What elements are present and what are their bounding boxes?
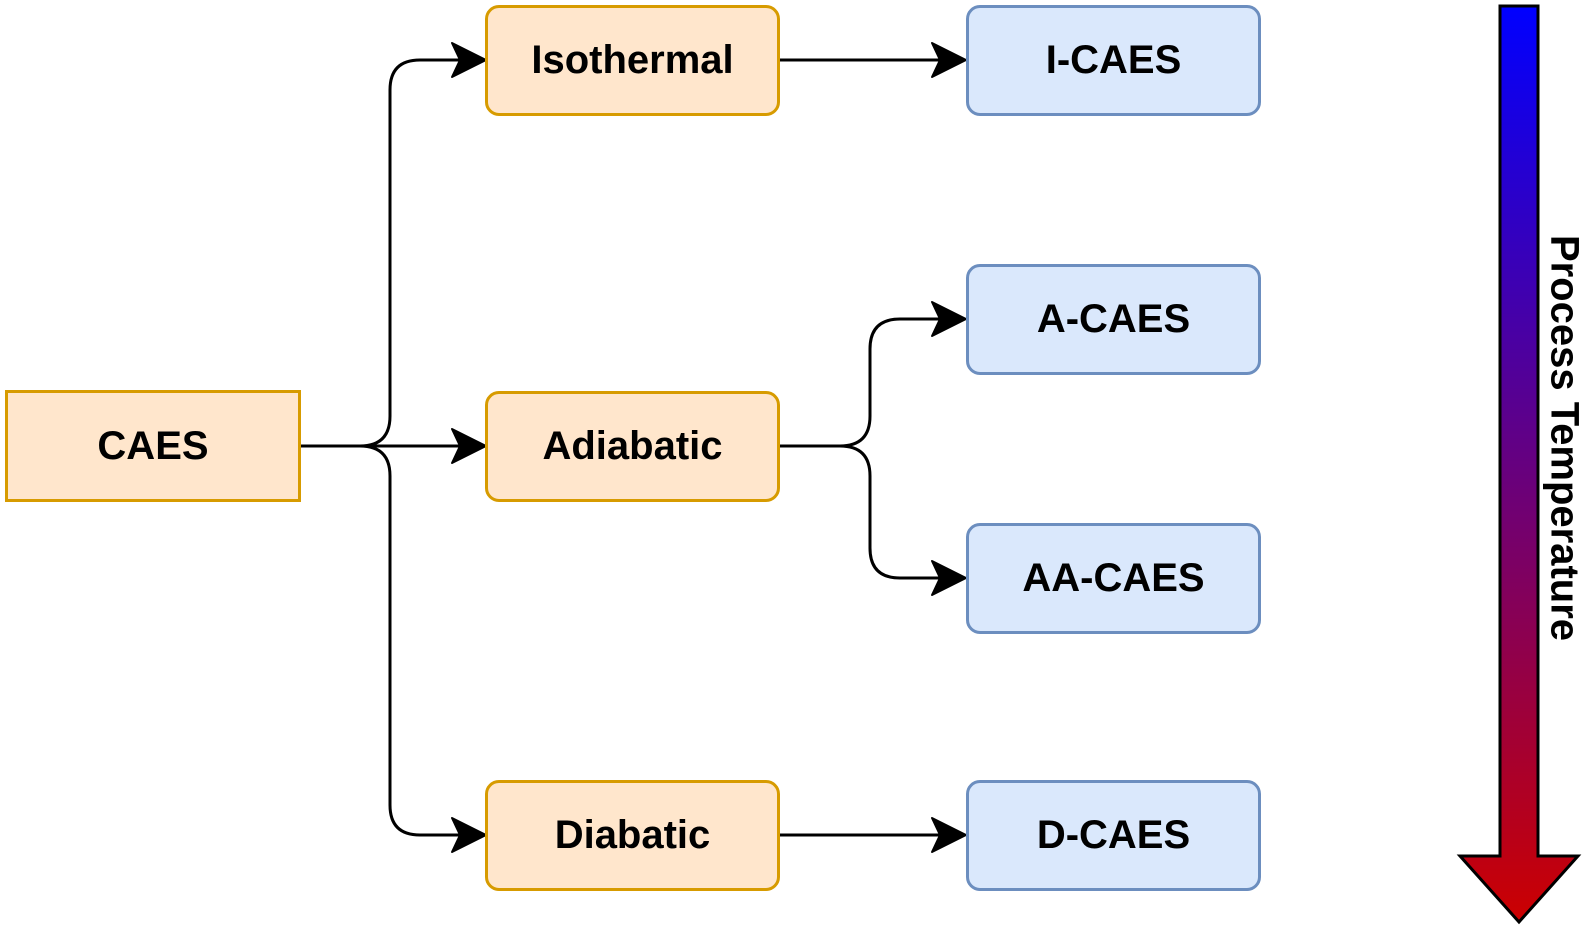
node-i-caes: I-CAES	[966, 5, 1261, 116]
node-adiabatic-label: Adiabatic	[542, 424, 723, 468]
arrowhead-diabatic	[451, 817, 487, 853]
arrowhead-icaes	[931, 42, 967, 78]
node-i-caes-label: I-CAES	[1045, 38, 1182, 82]
node-isothermal-label: Isothermal	[531, 38, 734, 82]
node-aa-caes: AA-CAES	[966, 523, 1261, 634]
node-a-caes: A-CAES	[966, 264, 1261, 375]
arrowhead-acaes	[931, 301, 967, 337]
edge-adiabatic-acaes	[780, 317, 952, 448]
node-adiabatic: Adiabatic	[485, 391, 780, 502]
arrowheads	[451, 42, 967, 853]
arrowhead-dcaes	[931, 817, 967, 853]
arrowhead-isothermal	[451, 42, 487, 78]
node-d-caes-label: D-CAES	[1036, 813, 1191, 857]
node-a-caes-label: A-CAES	[1036, 297, 1191, 341]
node-caes: CAES	[5, 390, 301, 502]
arrowhead-aacaes	[931, 560, 967, 596]
node-d-caes: D-CAES	[966, 780, 1261, 891]
node-isothermal: Isothermal	[485, 5, 780, 116]
arrowhead-adiabatic	[451, 428, 487, 464]
edge-caes-diabatic	[359, 444, 470, 837]
node-diabatic: Diabatic	[485, 780, 780, 891]
temperature-scale-arrow	[1456, 4, 1582, 925]
edge-adiabatic-aacaes	[839, 444, 952, 580]
node-aa-caes-label: AA-CAES	[1022, 556, 1205, 600]
node-caes-label: CAES	[97, 423, 209, 468]
process-temperature-label: Process Temperature	[1542, 234, 1587, 642]
node-diabatic-label: Diabatic	[554, 813, 711, 857]
edge-caes-isothermal	[300, 58, 470, 448]
connectors	[300, 58, 952, 837]
